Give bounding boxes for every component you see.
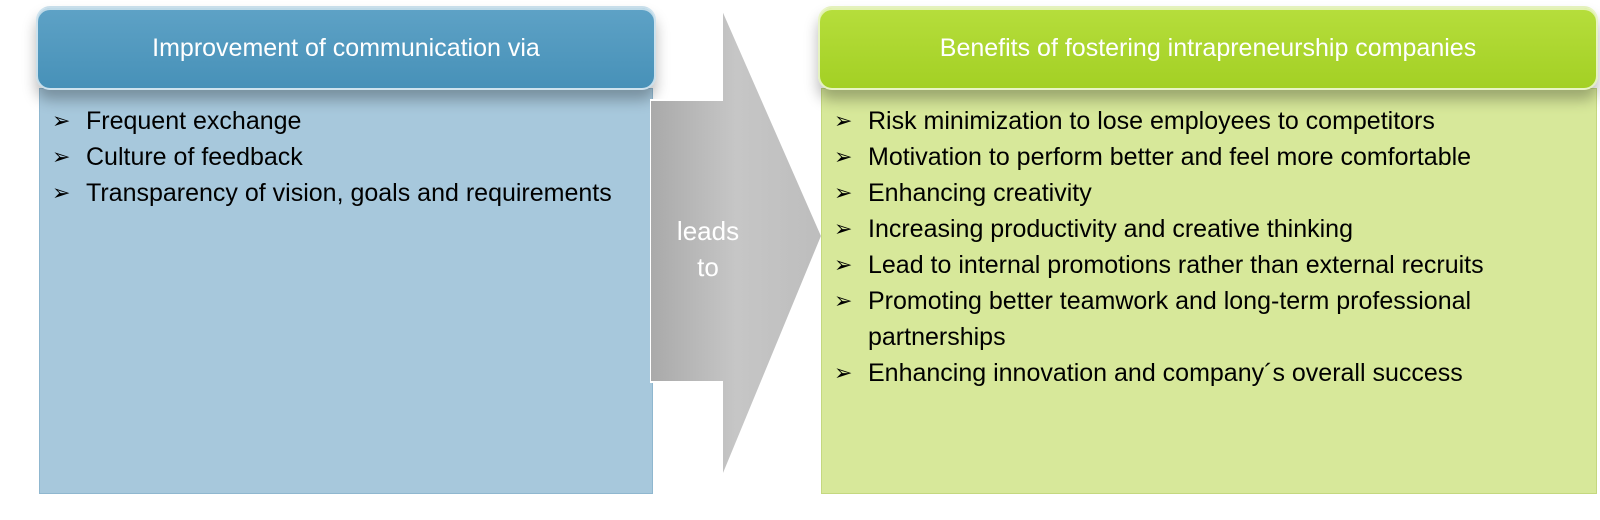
arrowhead-bullet-icon: ➢ <box>52 180 71 205</box>
left-header-title: Improvement of communication via <box>152 33 540 62</box>
list-item-text: Transparency of vision, goals and requir… <box>86 179 612 207</box>
arrowhead-bullet-icon: ➢ <box>834 144 853 169</box>
right-header-title: Benefits of fostering intrapreneurship c… <box>939 33 1477 62</box>
arrow-label: leads to <box>676 216 740 282</box>
arrowhead-bullet-icon: ➢ <box>52 144 71 169</box>
leads-to-arrow: leads to <box>650 8 830 508</box>
list-item: ➢ Lead to internal promotions rather than… <box>834 247 1584 283</box>
left-panel-header: Improvement of communication via <box>36 6 656 90</box>
list-item: ➢ Motivation to perform better and feel m… <box>834 139 1584 175</box>
list-item: ➢ Culture of feedback <box>52 139 640 175</box>
list-item-text: Promoting better teamwork and long-term … <box>868 287 1472 351</box>
list-item-text: Motivation to perform better and feel mo… <box>868 143 1472 171</box>
list-item: ➢ Frequent exchange <box>52 103 640 139</box>
list-item-text: Frequent exchange <box>86 107 302 135</box>
right-panel-header: Benefits of fostering intrapreneurship c… <box>818 6 1598 90</box>
arrowhead-bullet-icon: ➢ <box>834 216 853 241</box>
list-item: ➢ Promoting better teamwork and long-term… <box>834 283 1584 355</box>
left-item-list: ➢Frequent exchange ➢Culture of feedback … <box>52 103 640 211</box>
list-item: ➢ Enhancing innovation and company´s over… <box>834 355 1584 391</box>
list-item: ➢ Transparency of vision, goals and requi… <box>52 175 640 211</box>
list-item-text: Lead to internal promotions rather than … <box>868 251 1484 279</box>
list-item-text: Risk minimization to lose employees to c… <box>868 107 1435 135</box>
list-item-text: Increasing productivity and creative thi… <box>868 215 1353 243</box>
list-item: ➢ Enhancing creativity <box>834 175 1584 211</box>
arrowhead-bullet-icon: ➢ <box>834 252 853 277</box>
list-item-text: Culture of feedback <box>86 143 303 171</box>
arrowhead-bullet-icon: ➢ <box>52 108 71 133</box>
right-item-list: ➢ Risk minimization to lose employees to … <box>834 103 1584 391</box>
arrowhead-bullet-icon: ➢ <box>834 288 853 313</box>
arrow-shape <box>650 8 824 479</box>
list-item-text: Enhancing innovation and company´s overa… <box>868 359 1463 387</box>
arrowhead-bullet-icon: ➢ <box>834 180 853 205</box>
left-panel-body: ➢Frequent exchange ➢Culture of feedback … <box>39 88 653 494</box>
arrowhead-bullet-icon: ➢ <box>834 360 853 385</box>
list-item: ➢ Increasing productivity and creative th… <box>834 211 1584 247</box>
arrowhead-bullet-icon: ➢ <box>834 108 853 133</box>
right-panel-body: ➢ Risk minimization to lose employees to … <box>821 88 1597 494</box>
list-item: ➢ Risk minimization to lose employees to … <box>834 103 1584 139</box>
list-item-text: Enhancing creativity <box>868 179 1092 207</box>
